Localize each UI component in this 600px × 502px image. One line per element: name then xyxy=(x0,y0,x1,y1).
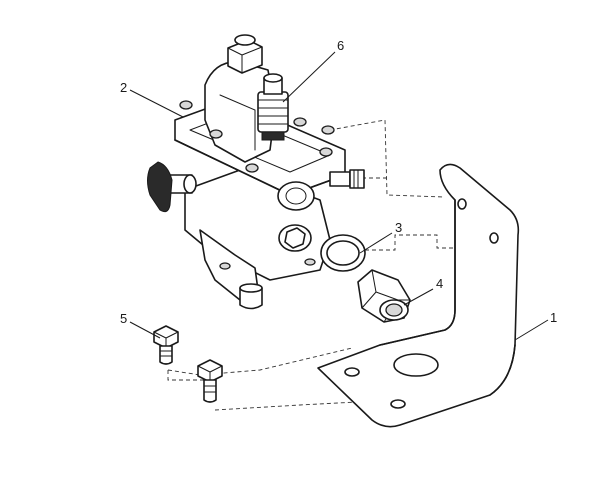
part-4-adapter-fitting xyxy=(357,269,411,323)
callout-2: 2 xyxy=(120,80,127,95)
callout-labels: 2 6 3 4 1 5 xyxy=(120,38,557,326)
bottom-outlet xyxy=(239,287,263,310)
right-fitting xyxy=(329,169,365,189)
callout-6: 6 xyxy=(337,38,344,53)
callout-5: 5 xyxy=(120,311,127,326)
bracket-hole-lower xyxy=(489,232,499,244)
part-5-bolt-2 xyxy=(197,359,223,403)
leader-5 xyxy=(129,321,161,339)
flange-bolts xyxy=(179,100,335,173)
part-5-bolt-1 xyxy=(153,325,179,365)
callout-3: 3 xyxy=(395,220,402,235)
leader-2 xyxy=(129,89,184,118)
part-2-valve-assembly xyxy=(147,34,365,310)
bracket-slot-right xyxy=(390,399,406,409)
bracket-hole-upper xyxy=(457,198,467,210)
leader-1 xyxy=(514,319,549,341)
part-3-o-ring xyxy=(320,234,366,272)
callout-1: 1 xyxy=(550,310,557,325)
bracket-large-hole xyxy=(393,353,439,377)
left-knob xyxy=(147,161,197,213)
leader-3 xyxy=(359,232,393,254)
leader-4 xyxy=(403,288,434,306)
side-port xyxy=(277,181,315,211)
part-6-adjuster xyxy=(257,73,289,141)
callout-4: 4 xyxy=(436,276,443,291)
part-1-bracket xyxy=(317,163,520,428)
leader-6 xyxy=(282,51,336,103)
bracket-slot-left xyxy=(344,367,360,377)
leader-lines xyxy=(129,51,549,341)
